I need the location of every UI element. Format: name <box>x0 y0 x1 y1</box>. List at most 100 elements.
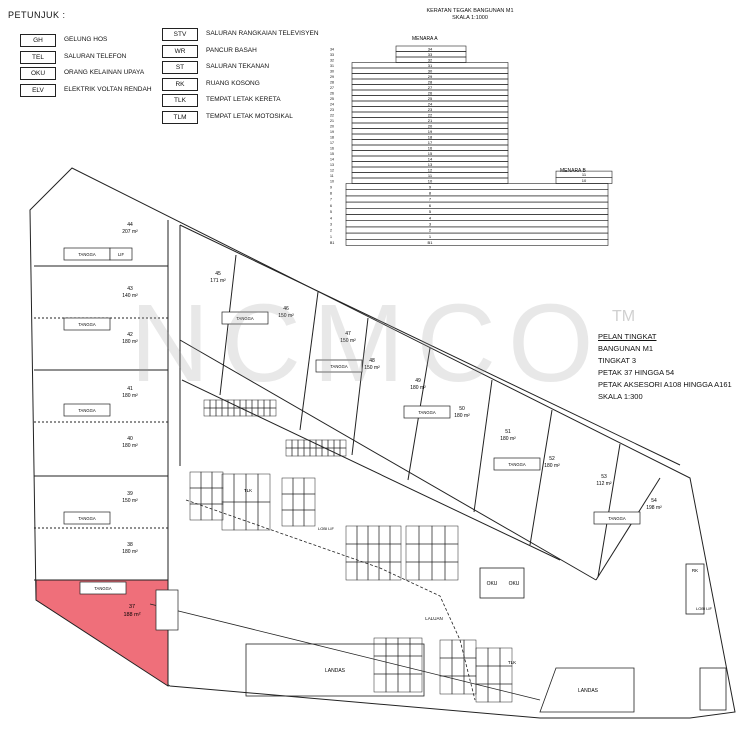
accessory-lot[interactable] <box>297 447 305 457</box>
accessory-lot[interactable] <box>209 399 217 409</box>
accessory-lot[interactable] <box>203 407 211 417</box>
accessory-lot[interactable] <box>463 639 477 659</box>
accessory-lot[interactable] <box>303 509 316 527</box>
accessory-lot[interactable] <box>327 439 335 449</box>
unit-54-number[interactable]: 54 <box>651 498 657 504</box>
accessory-lot[interactable] <box>475 647 489 667</box>
unit-47-number[interactable]: 47 <box>345 331 351 337</box>
accessory-lot[interactable] <box>209 407 217 417</box>
accessory-lot[interactable] <box>397 655 411 675</box>
accessory-lot[interactable] <box>297 439 305 449</box>
accessory-lot[interactable] <box>367 525 380 545</box>
accessory-lot[interactable] <box>233 501 247 531</box>
accessory-lot[interactable] <box>292 509 305 527</box>
accessory-lot[interactable] <box>389 525 402 545</box>
accessory-lot[interactable] <box>221 473 235 503</box>
accessory-lot[interactable] <box>303 439 311 449</box>
unit-45-number[interactable]: 45 <box>215 271 221 277</box>
accessory-lot[interactable] <box>356 525 369 545</box>
accessory-lot[interactable] <box>221 501 235 531</box>
accessory-lot[interactable] <box>257 473 271 503</box>
accessory-lot[interactable] <box>373 655 387 675</box>
accessory-lot[interactable] <box>245 399 253 409</box>
accessory-lot[interactable] <box>405 543 420 563</box>
accessory-lot[interactable] <box>405 525 420 545</box>
unit-51-number[interactable]: 51 <box>505 429 511 435</box>
accessory-lot[interactable] <box>439 675 453 695</box>
accessory-lot[interactable] <box>378 525 391 545</box>
accessory-lot[interactable] <box>285 447 293 457</box>
accessory-lot[interactable] <box>439 639 453 659</box>
accessory-lot[interactable] <box>367 561 380 581</box>
unit-39-number[interactable]: 39 <box>127 491 133 497</box>
accessory-lot[interactable] <box>189 471 202 489</box>
unit-37-number[interactable]: 37 <box>129 604 135 610</box>
unit-42-number[interactable]: 42 <box>127 332 133 338</box>
accessory-lot[interactable] <box>356 561 369 581</box>
accessory-lot[interactable] <box>245 501 259 531</box>
accessory-lot[interactable] <box>211 471 224 489</box>
accessory-lot[interactable] <box>292 493 305 511</box>
accessory-lot[interactable] <box>431 543 446 563</box>
accessory-lot[interactable] <box>487 683 501 703</box>
accessory-lot[interactable] <box>303 447 311 457</box>
unit-46-number[interactable]: 46 <box>283 306 289 312</box>
accessory-lot[interactable] <box>418 525 433 545</box>
accessory-lot[interactable] <box>303 477 316 495</box>
accessory-lot[interactable] <box>285 439 293 449</box>
accessory-lot[interactable] <box>233 407 241 417</box>
accessory-lot[interactable] <box>200 487 213 505</box>
accessory-lot[interactable] <box>309 447 317 457</box>
accessory-lot[interactable] <box>389 561 402 581</box>
accessory-lot[interactable] <box>292 477 305 495</box>
accessory-lot[interactable] <box>405 561 420 581</box>
accessory-lot[interactable] <box>269 407 277 417</box>
accessory-lot[interactable] <box>345 525 358 545</box>
unit-38-number[interactable]: 38 <box>127 542 133 548</box>
accessory-lot[interactable] <box>499 665 513 685</box>
unit-53-number[interactable]: 53 <box>601 474 607 480</box>
accessory-lot[interactable] <box>444 561 459 581</box>
accessory-lot[interactable] <box>339 439 347 449</box>
accessory-lot[interactable] <box>345 543 358 563</box>
accessory-lot[interactable] <box>200 471 213 489</box>
unit-44-number[interactable]: 44 <box>127 222 133 228</box>
accessory-lot[interactable] <box>451 657 465 677</box>
accessory-lot[interactable] <box>463 657 477 677</box>
accessory-lot[interactable] <box>431 525 446 545</box>
accessory-lot[interactable] <box>200 503 213 521</box>
accessory-lot[interactable] <box>378 561 391 581</box>
accessory-lot[interactable] <box>345 561 358 581</box>
accessory-lot[interactable] <box>418 543 433 563</box>
accessory-lot[interactable] <box>389 543 402 563</box>
accessory-lot[interactable] <box>257 501 271 531</box>
accessory-lot[interactable] <box>303 493 316 511</box>
accessory-lot[interactable] <box>373 673 387 693</box>
accessory-lot[interactable] <box>451 639 465 659</box>
accessory-lot[interactable] <box>215 399 223 409</box>
accessory-lot[interactable] <box>281 477 294 495</box>
accessory-lot[interactable] <box>378 543 391 563</box>
accessory-lot[interactable] <box>315 447 323 457</box>
accessory-lot[interactable] <box>373 637 387 657</box>
accessory-lot[interactable] <box>257 399 265 409</box>
accessory-lot[interactable] <box>227 407 235 417</box>
accessory-lot[interactable] <box>291 447 299 457</box>
accessory-lot[interactable] <box>221 407 229 417</box>
accessory-lot[interactable] <box>263 407 271 417</box>
accessory-lot[interactable] <box>356 543 369 563</box>
accessory-lot[interactable] <box>409 673 423 693</box>
accessory-lot[interactable] <box>281 493 294 511</box>
accessory-lot[interactable] <box>444 543 459 563</box>
accessory-lot[interactable] <box>281 509 294 527</box>
accessory-lot[interactable] <box>487 647 501 667</box>
accessory-lot[interactable] <box>409 655 423 675</box>
accessory-lot[interactable] <box>211 503 224 521</box>
accessory-lot[interactable] <box>385 673 399 693</box>
accessory-lot[interactable] <box>251 399 259 409</box>
unit-40-number[interactable]: 40 <box>127 436 133 442</box>
accessory-lot[interactable] <box>189 503 202 521</box>
accessory-lot[interactable] <box>499 683 513 703</box>
accessory-lot[interactable] <box>367 543 380 563</box>
accessory-lot[interactable] <box>418 561 433 581</box>
